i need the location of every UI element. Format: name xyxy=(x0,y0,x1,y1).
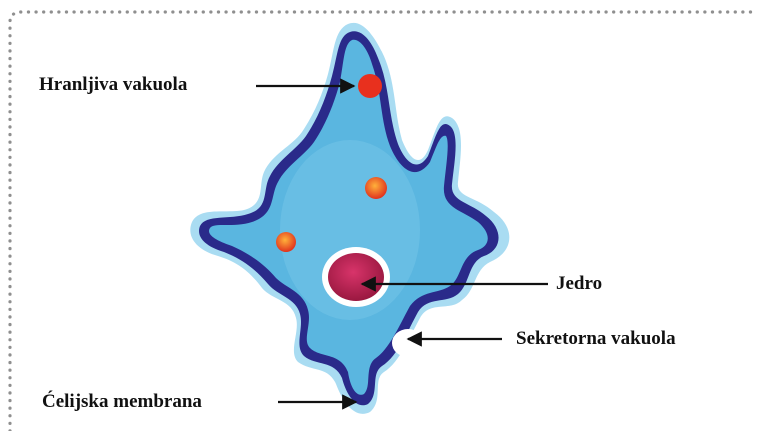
label-cell-membrane: Ćelijska membrana xyxy=(42,391,202,413)
label-secretory-vacuole: Sekretorna vakuola xyxy=(516,328,676,350)
secretory-vacuole xyxy=(392,329,424,357)
food-vacuole-left xyxy=(276,232,296,252)
label-food-vacuole: Hranljiva vakuola xyxy=(39,74,187,96)
nucleus xyxy=(328,253,384,301)
food-vacuole-top xyxy=(358,74,382,98)
food-vacuole-middle xyxy=(365,177,387,199)
label-nucleus: Jedro xyxy=(556,273,602,295)
